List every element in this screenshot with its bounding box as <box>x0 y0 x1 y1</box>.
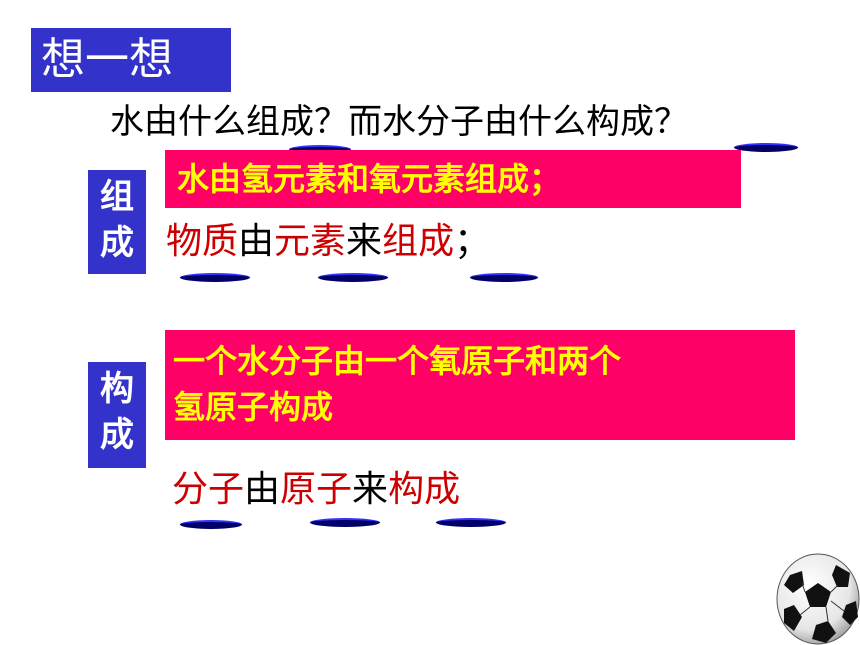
composition-label: 组 成 <box>88 170 146 274</box>
question-part-1: 水由什么 <box>110 102 246 142</box>
slide-title: 想一想 <box>31 28 231 92</box>
constitution-rule-molecule: 分子 <box>172 469 245 510</box>
constitution-underline-molecule <box>180 520 242 529</box>
constitution-label-line2: 成 <box>100 415 134 455</box>
soccer-ball-icon <box>776 553 860 645</box>
constitution-rule-join-2: 来 <box>352 469 389 510</box>
question-underline-constitution <box>734 143 798 152</box>
composition-rule-element: 元素 <box>274 221 347 262</box>
question-keyword-constitution: 构成 <box>586 102 654 142</box>
question-underline-composition <box>289 145 351 154</box>
constitution-label-line1: 构 <box>100 369 134 409</box>
question-part-3: ？而水分子由什么 <box>314 102 586 142</box>
question-text: 水由什么组成？而水分子由什么构成？ <box>110 100 688 144</box>
composition-label-line2: 成 <box>100 223 134 263</box>
composition-label-line1: 组 <box>100 177 134 217</box>
composition-fact-text: 水由氢元素和氧元素组成； <box>177 160 562 198</box>
constitution-fact-line1: 一个水分子由一个氧原子和两个 <box>173 342 622 380</box>
composition-underline-element <box>318 273 388 282</box>
constitution-rule-atom: 原子 <box>280 469 353 510</box>
constitution-rule-join-1: 由 <box>244 469 281 510</box>
composition-rule: 物质由元素来组成； <box>166 218 490 266</box>
composition-underline-substance <box>180 273 250 282</box>
constitution-label: 构 成 <box>88 362 146 468</box>
composition-underline-compose <box>470 273 538 282</box>
composition-rule-compose: 组成 <box>382 221 455 262</box>
composition-rule-end: ； <box>454 221 491 262</box>
composition-fact-box: 水由氢元素和氧元素组成； <box>165 150 741 208</box>
constitution-fact-line2: 氢原子构成 <box>173 388 334 426</box>
composition-rule-join-2: 来 <box>346 221 383 262</box>
question-keyword-composition: 组成 <box>246 102 314 142</box>
question-part-5: ？ <box>654 102 688 142</box>
constitution-underline-constitute <box>436 518 506 527</box>
constitution-rule: 分子由原子来构成 <box>172 466 460 514</box>
constitution-fact-box: 一个水分子由一个氧原子和两个 氢原子构成 <box>165 330 795 440</box>
composition-rule-substance: 物质 <box>166 221 239 262</box>
composition-rule-join-1: 由 <box>238 221 275 262</box>
constitution-rule-constitute: 构成 <box>388 469 461 510</box>
constitution-underline-atom <box>310 518 380 527</box>
